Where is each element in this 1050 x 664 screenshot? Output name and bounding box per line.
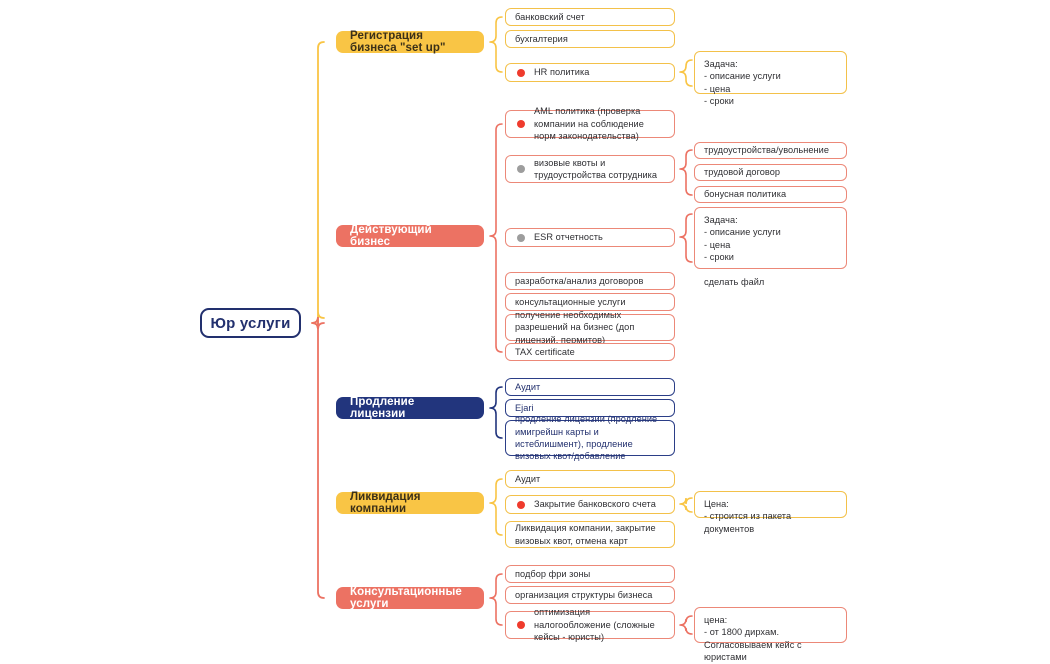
leaf-node[interactable]: Аудит xyxy=(505,470,675,488)
leaf-label: Аудит xyxy=(515,381,541,392)
status-dot-red xyxy=(517,120,525,128)
status-dot-red xyxy=(517,500,525,509)
branch-head-liquidation[interactable]: Ликвидация компании xyxy=(336,491,484,515)
detail-note[interactable]: трудовой договор xyxy=(694,164,847,181)
leaf-node[interactable]: Закрытие банковского счета xyxy=(505,495,675,514)
leaf-node[interactable]: консультационные услуги xyxy=(505,293,675,311)
leaf-node[interactable]: бухгалтерия xyxy=(505,30,675,48)
leaf-label: TAX certificate xyxy=(515,346,575,357)
branch-label: Продление лицензии xyxy=(350,396,415,420)
leaf-node[interactable]: получение необходимых разрешений на бизн… xyxy=(505,310,675,345)
leaf-node[interactable]: визовые квоты и трудоустройства сотрудни… xyxy=(505,155,675,183)
mindmap-canvas: Юр услуги Регистрация бизнеса "set up" б… xyxy=(200,8,847,662)
leaf-label: Закрытие банковского счета xyxy=(534,499,656,510)
leaf-node[interactable]: подбор фри зоны xyxy=(505,565,675,583)
leaf-node[interactable]: разработка/анализ договоров xyxy=(505,272,675,290)
leaf-label: ESR отчетность xyxy=(534,232,603,243)
branch-label: Действующий бизнес xyxy=(350,224,432,248)
detail-text: Цена: - строится из пакета документов xyxy=(704,499,792,534)
leaf-label: оптимизация налогообложение (сложные кей… xyxy=(534,607,655,643)
detail-note[interactable]: трудоустройства/увольнение xyxy=(694,142,847,159)
detail-note[interactable]: Цена: - строится из пакета документов xyxy=(694,491,847,534)
branch-head-operating[interactable]: Действующий бизнес xyxy=(336,224,484,248)
leaf-label: HR политика xyxy=(534,67,590,78)
leaf-node[interactable]: ESR отчетность xyxy=(505,228,675,247)
leaf-node[interactable]: Аудит xyxy=(505,378,675,396)
leaf-label: AML политика (проверка компании на соблю… xyxy=(534,106,644,142)
branch-head-license-renewal[interactable]: Продление лицензии xyxy=(336,396,484,420)
detail-note[interactable]: цена: - от 1800 дирхам. Согласовываем ке… xyxy=(694,607,847,662)
detail-text: бонусная политика xyxy=(704,189,787,200)
leaf-label: банковский счет xyxy=(515,11,585,22)
detail-text: трудоустройства/увольнение xyxy=(704,145,829,156)
status-dot-gray xyxy=(517,233,525,242)
leaf-node[interactable]: Ликвидация компании, закрытие визовых кв… xyxy=(505,521,675,548)
leaf-node[interactable]: оптимизация налогообложение (сложные кей… xyxy=(505,607,675,642)
branch-label: Консультационные услуги xyxy=(350,586,462,610)
leaf-node[interactable]: AML политика (проверка компании на соблю… xyxy=(505,106,675,141)
leaf-node[interactable]: HR политика xyxy=(505,63,675,82)
status-dot-gray xyxy=(517,165,525,173)
branch-head-consulting[interactable]: Консультационные услуги xyxy=(336,586,484,610)
detail-text: Задача: - описание услуги - цена - сроки xyxy=(704,59,781,107)
leaf-label: консультационные услуги xyxy=(515,296,626,307)
leaf-node[interactable]: организация структуры бизнеса xyxy=(505,586,675,604)
detail-note[interactable]: бонусная политика xyxy=(694,186,847,203)
leaf-label: Ликвидация компании, закрытие визовых кв… xyxy=(515,523,656,546)
status-dot-red xyxy=(517,68,525,77)
detail-text: цена: - от 1800 дирхам. Согласовываем ке… xyxy=(704,615,802,663)
leaf-label: разработка/анализ договоров xyxy=(515,275,644,286)
leaf-label: Ejari xyxy=(515,402,534,413)
leaf-label: визовые квоты и трудоустройства сотрудни… xyxy=(534,157,658,180)
root-label: Юр услуги xyxy=(210,314,291,332)
status-dot-red xyxy=(517,621,525,629)
leaf-label: организация структуры бизнеса xyxy=(515,589,653,600)
branch-label: Ликвидация компании xyxy=(350,491,421,515)
leaf-label: получение необходимых разрешений на бизн… xyxy=(515,309,635,345)
detail-text: трудовой договор xyxy=(704,167,781,178)
branch-label: Регистрация бизнеса "set up" xyxy=(350,30,446,54)
leaf-label: Аудит xyxy=(515,473,541,484)
detail-note[interactable]: Задача: - описание услуги - цена - сроки xyxy=(694,51,847,106)
root-node[interactable]: Юр услуги xyxy=(200,308,301,338)
leaf-label: продление лицензии (продление имигрейшн … xyxy=(515,414,658,462)
branch-head-registration[interactable]: Регистрация бизнеса "set up" xyxy=(336,30,484,54)
leaf-label: бухгалтерия xyxy=(515,33,568,44)
leaf-node[interactable]: Ejari xyxy=(505,399,675,417)
leaf-node[interactable]: банковский счет xyxy=(505,8,675,26)
detail-text: Задача: - описание услуги - цена - сроки… xyxy=(704,215,781,288)
leaf-node[interactable]: TAX certificate xyxy=(505,343,675,361)
detail-note[interactable]: Задача: - описание услуги - цена - сроки… xyxy=(694,207,847,287)
leaf-node[interactable]: продление лицензии (продление имигрейшн … xyxy=(505,414,675,461)
leaf-label: подбор фри зоны xyxy=(515,568,591,579)
